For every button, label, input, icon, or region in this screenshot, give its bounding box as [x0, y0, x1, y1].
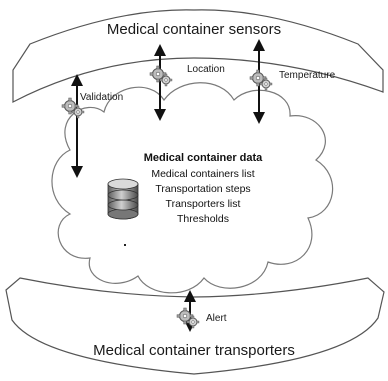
validation-label: Validation — [80, 92, 124, 103]
sensors-label: Medical container sensors — [106, 21, 282, 38]
alert-label: Alert — [206, 313, 227, 324]
temperature-label: Temperature — [279, 70, 336, 81]
database-icon — [107, 178, 139, 220]
data-store-item: Thresholds — [177, 213, 229, 225]
data-store-item: Transporters list — [165, 198, 241, 210]
location-label: Location — [187, 64, 225, 75]
data-store-item: Transportation steps — [155, 183, 251, 195]
cloud-dot — [124, 244, 126, 246]
data-store-block: Medical container data Medical container… — [140, 152, 266, 227]
data-store-item: Medical containers list — [151, 168, 255, 180]
data-store-title: Medical container data — [143, 152, 263, 164]
temperature-gears-icon — [249, 69, 273, 91]
sensors-band — [12, 9, 384, 103]
transporters-label: Medical container transporters — [93, 342, 295, 359]
